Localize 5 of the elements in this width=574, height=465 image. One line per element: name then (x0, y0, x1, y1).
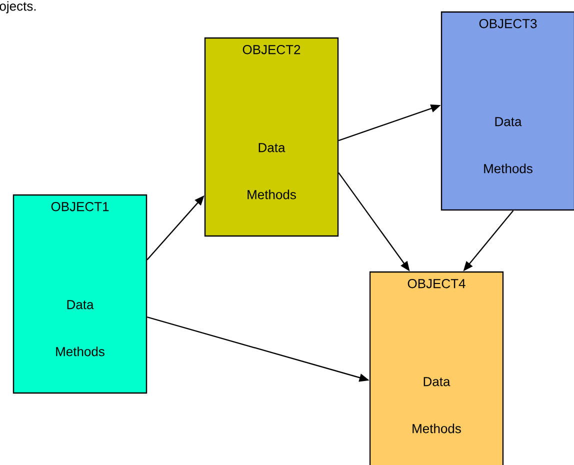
object-box: OBJECT3 Data Methods (440, 11, 574, 211)
caption-text: ojects. (0, 1, 36, 14)
object-box: OBJECT4 Data Methods (369, 271, 504, 465)
object-box: OBJECT2 Data Methods (204, 37, 339, 237)
object-box: OBJECT1 Data Methods (12, 194, 148, 394)
